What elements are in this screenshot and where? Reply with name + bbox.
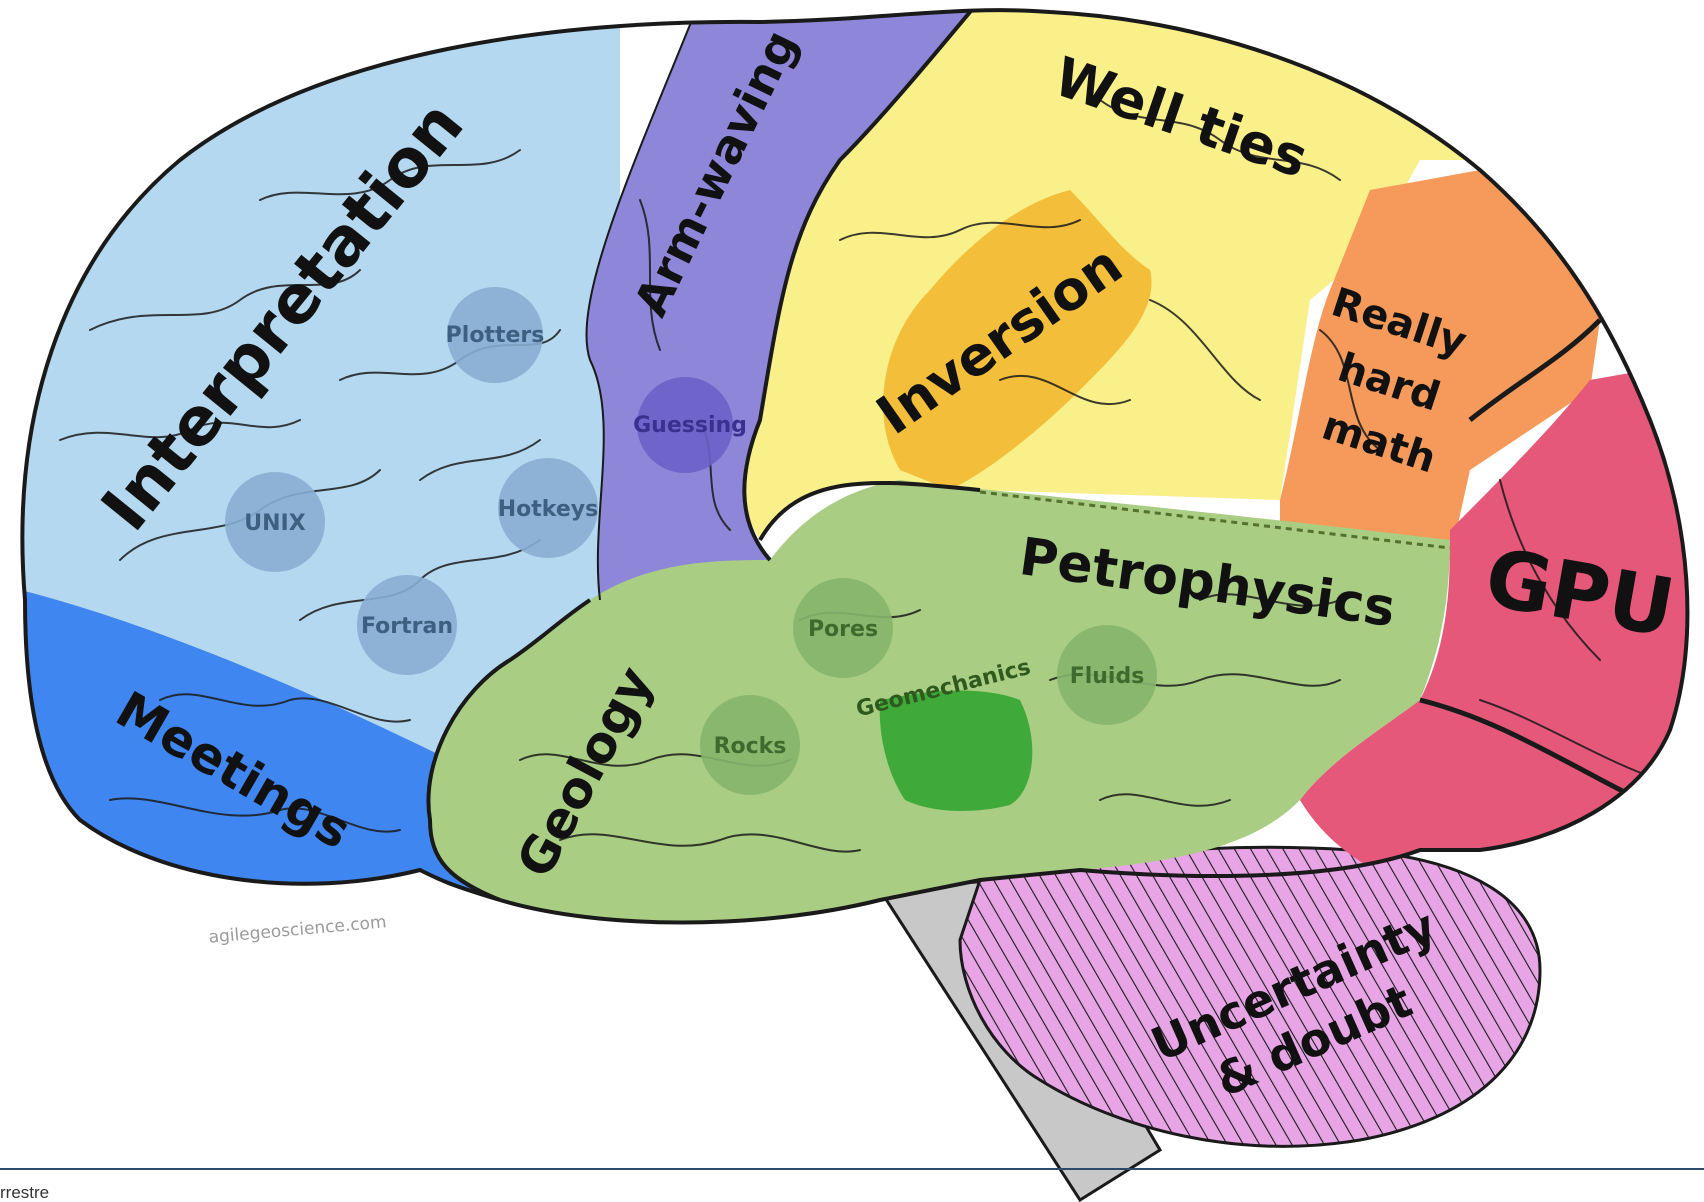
rocks-label: Rocks xyxy=(714,734,787,759)
hotkeys-label: Hotkeys xyxy=(498,497,598,522)
pores-label: Pores xyxy=(808,617,878,642)
unix-label: UNIX xyxy=(244,511,305,536)
footer-divider xyxy=(0,1168,1704,1170)
watermark-text: agilegeoscience.com xyxy=(208,912,388,947)
fortran-label: Fortran xyxy=(361,614,453,639)
plotters-label: Plotters xyxy=(446,323,545,348)
guessing-label: Guessing xyxy=(633,413,747,438)
fluids-label: Fluids xyxy=(1070,664,1145,689)
footer-text: rrestre xyxy=(0,1184,49,1202)
